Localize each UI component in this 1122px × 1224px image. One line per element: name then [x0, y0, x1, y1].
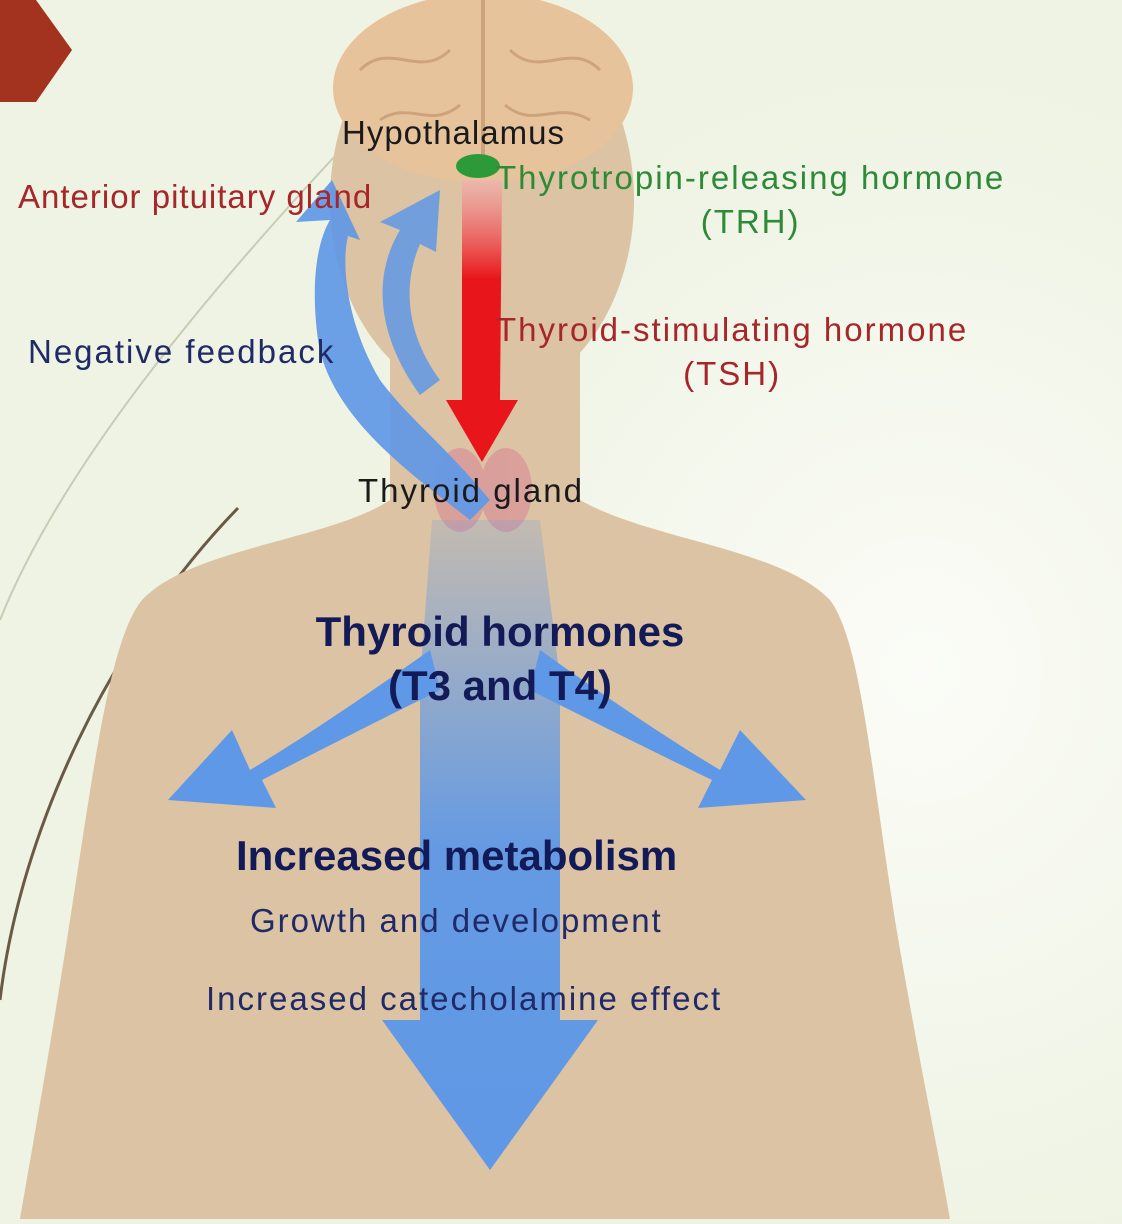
thyroid-gland-label: Thyroid gland — [358, 472, 584, 510]
thyroid-hormones-label: Thyroid hormones (T3 and T4) — [0, 605, 1000, 713]
thyroid-hormones-line2: (T3 and T4) — [0, 659, 1000, 713]
increased-metabolism-label: Increased metabolism — [236, 832, 677, 880]
catecholamine-effect-label: Increased catecholamine effect — [206, 980, 722, 1018]
trh-label: Thyrotropin-releasing hormone (TRH) — [496, 156, 1005, 244]
tsh-label: Thyroid-stimulating hormone (TSH) — [496, 308, 968, 396]
anterior-pituitary-label: Anterior pituitary gland — [18, 178, 372, 216]
trh-label-line1: Thyrotropin-releasing hormone — [496, 156, 1005, 200]
tsh-label-line2: (TSH) — [496, 352, 968, 396]
thyroid-hormones-line1: Thyroid hormones — [0, 605, 1000, 659]
tsh-label-line1: Thyroid-stimulating hormone — [496, 308, 968, 352]
negative-feedback-label: Negative feedback — [28, 333, 335, 371]
hypothalamus-marker — [456, 154, 500, 178]
growth-development-label: Growth and development — [250, 902, 663, 940]
trh-label-line2: (TRH) — [496, 200, 1005, 244]
hypothalamus-label: Hypothalamus — [342, 114, 565, 152]
